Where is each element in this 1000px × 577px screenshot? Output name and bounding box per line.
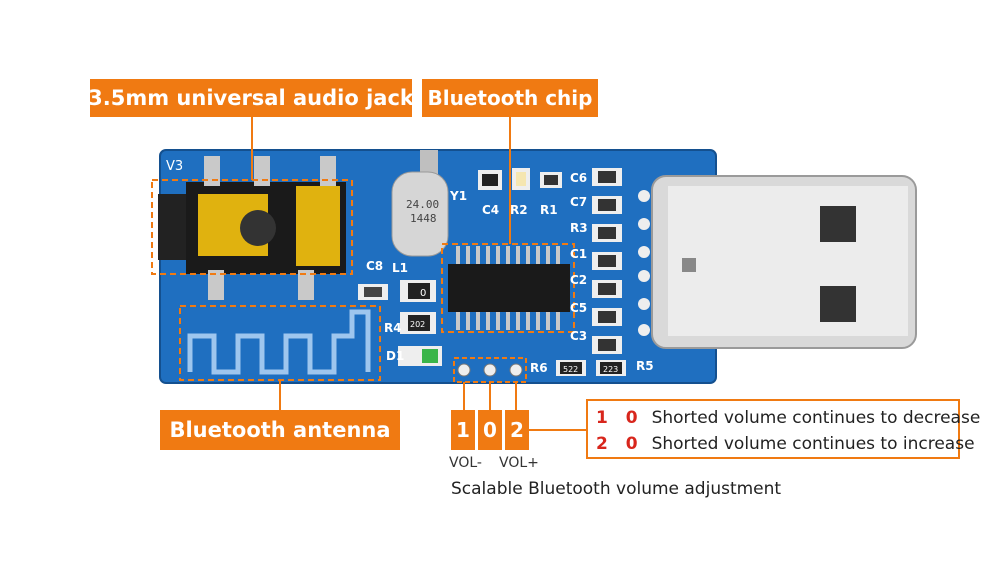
y1-label: Y1 bbox=[449, 189, 467, 203]
resistor-223-label: 223 bbox=[603, 365, 618, 374]
resistor-522-label: 522 bbox=[563, 365, 578, 374]
pin-2-label: 2 bbox=[505, 410, 529, 450]
note-text: Shorted volume continues to decrease bbox=[651, 408, 981, 428]
r1-label: R1 bbox=[540, 203, 558, 217]
r5-label: R5 bbox=[636, 359, 654, 373]
usb-plug bbox=[651, 175, 917, 349]
chip-zero-label: 0 bbox=[420, 288, 426, 299]
note-text: Shorted volume continues to increase bbox=[651, 434, 975, 454]
d1-label: D1 bbox=[386, 349, 404, 363]
resistor-202-label: 202 bbox=[410, 320, 425, 329]
bluetooth-chip-callout: Bluetooth chip bbox=[422, 79, 598, 117]
volume-caption: Scalable Bluetooth volume adjustment bbox=[451, 479, 782, 499]
r6-label: R6 bbox=[530, 361, 548, 375]
vol-plus-label: VOL+ bbox=[499, 455, 539, 471]
crystal-oscillator: 24.00 1448 bbox=[391, 150, 449, 257]
l1-label: L1 bbox=[392, 261, 408, 275]
crystal-marking: 24.00 bbox=[406, 198, 439, 211]
r4-label: R4 bbox=[384, 321, 402, 335]
r3-label: R3 bbox=[570, 221, 588, 235]
c7-label: C7 bbox=[570, 195, 587, 209]
board-version-label: V3 bbox=[166, 159, 183, 174]
c5-label: C5 bbox=[570, 301, 587, 315]
bluetooth-chip bbox=[441, 243, 575, 333]
volume-note-increase: 2 0 Shorted volume continues to increase bbox=[596, 431, 975, 457]
c8-label: C8 bbox=[366, 259, 383, 273]
audio-jack bbox=[151, 156, 353, 300]
pin-0-label: 0 bbox=[478, 410, 502, 450]
note-code: 1 0 bbox=[596, 408, 644, 428]
volume-note-decrease: 1 0 Shorted volume continues to decrease bbox=[596, 405, 980, 431]
bluetooth-antenna-callout: Bluetooth antenna bbox=[160, 410, 400, 450]
c3-label: C3 bbox=[570, 329, 587, 343]
c1-label: C1 bbox=[570, 247, 587, 261]
pin-1-label: 1 bbox=[451, 410, 475, 450]
leader-lines bbox=[251, 117, 586, 431]
volume-notes-box: 1 0 Shorted volume continues to decrease… bbox=[586, 399, 980, 459]
c4-label: C4 bbox=[482, 203, 499, 217]
r2-label: R2 bbox=[510, 203, 528, 217]
note-code: 2 0 bbox=[596, 434, 644, 454]
audio-jack-callout: 3.5mm universal audio jack bbox=[88, 79, 414, 117]
crystal-marking-2: 1448 bbox=[410, 212, 437, 225]
vol-minus-label: VOL- bbox=[449, 455, 482, 471]
c2-label: C2 bbox=[570, 273, 587, 287]
c6-label: C6 bbox=[570, 171, 587, 185]
